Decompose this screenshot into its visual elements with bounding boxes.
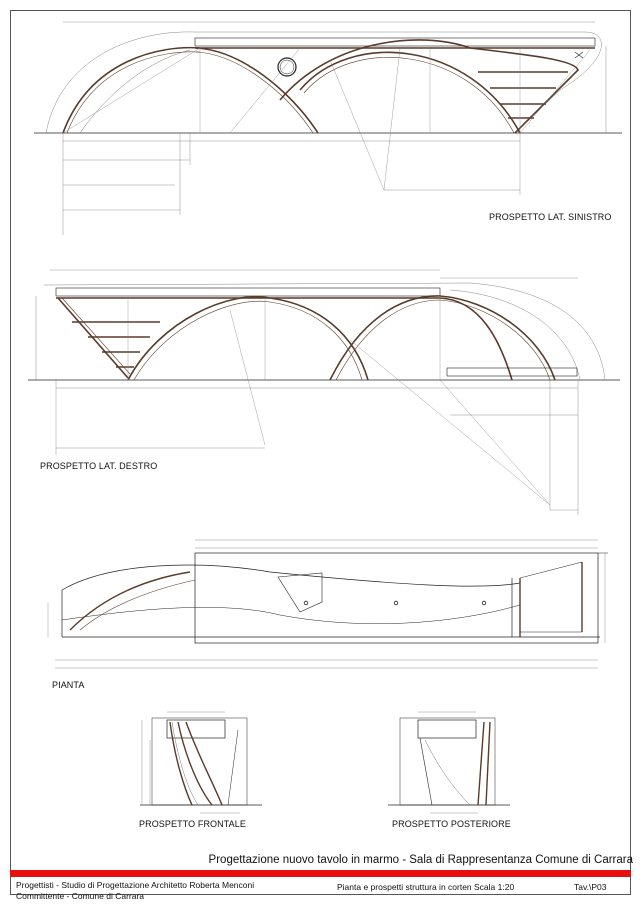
view-lat-sinistro (34, 21, 622, 235)
client-line: Committente - Comune di Carrara (16, 891, 145, 901)
view-label-pianta: PIANTA (52, 680, 85, 690)
view-lat-destro (28, 269, 620, 515)
view-pianta (47, 539, 608, 669)
view-label-lat-destro: PROSPETTO LAT. DESTRO (40, 461, 158, 471)
view-label-frontale: PROSPETTO FRONTALE (139, 819, 246, 829)
project-title: Progettazione nuovo tavolo in marmo - Sa… (208, 854, 633, 866)
view-label-lat-sinistro: PROSPETTO LAT. SINISTRO (489, 212, 612, 222)
view-posteriore (388, 711, 510, 814)
sheet-number: Tav.\P03 (574, 882, 607, 892)
designers-line: Progettisti - Studio di Progettazione Ar… (16, 880, 255, 890)
view-frontale (140, 711, 262, 814)
drawing-description: Pianta e prospetti struttura in corten S… (337, 882, 515, 892)
sheet-border (10, 10, 631, 895)
title-red-bar (10, 870, 631, 877)
view-label-posteriore: PROSPETTO POSTERIORE (392, 819, 511, 829)
